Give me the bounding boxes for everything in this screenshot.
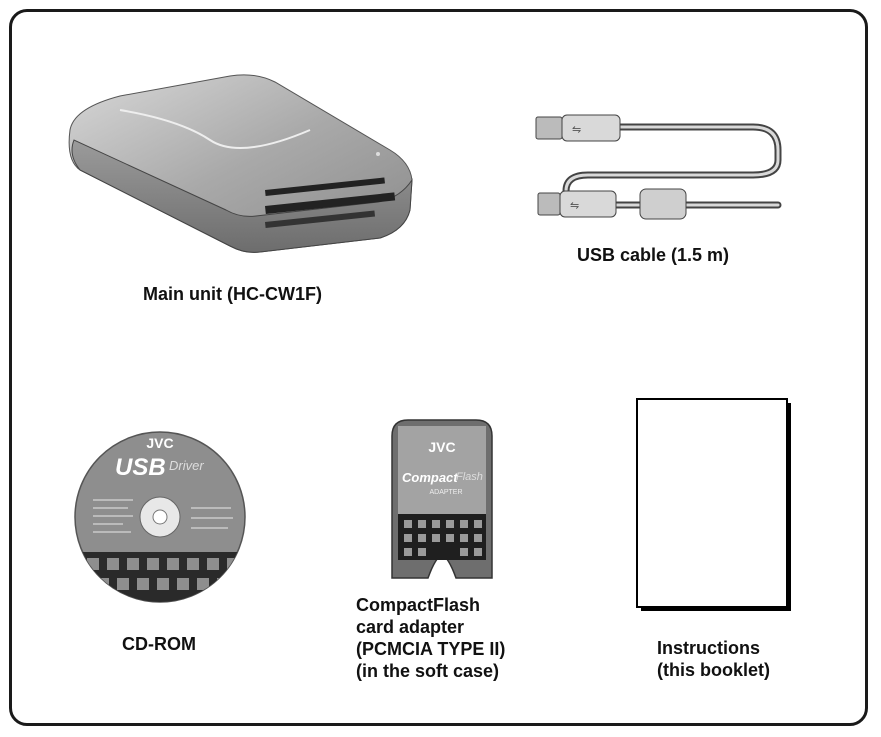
instructions-booklet-illustration <box>636 398 791 611</box>
cf-adapter-caption: CompactFlash card adapter (PCMCIA TYPE I… <box>356 594 505 682</box>
instructions-caption: Instructions (this booklet) <box>657 637 770 681</box>
cf-caption-line-2: card adapter <box>356 617 465 637</box>
cf-brand-b: Flash <box>456 471 483 483</box>
cf-adapter-illustration: JVC Compact Flash ADAPTER <box>391 419 493 579</box>
main-unit-illustration <box>68 74 413 253</box>
usb-cable-illustration: ⇋ ⇋ <box>535 114 782 220</box>
cf-logo: JVC <box>428 439 455 455</box>
cf-caption-line-3: (PCMCIA TYPE II) <box>356 639 506 659</box>
cdrom-logo: JVC <box>146 435 173 451</box>
cf-brand-a: Compact <box>402 470 458 485</box>
main-unit-caption: Main unit (HC-CW1F) <box>143 284 322 304</box>
instructions-caption-line-2: (this booklet) <box>657 660 770 680</box>
usb-cable-caption: USB cable (1.5 m) <box>577 245 730 265</box>
cf-caption-line-4: (in the soft case) <box>356 661 500 681</box>
cdrom-illustration: JVC USB Driver <box>74 431 246 603</box>
cdrom-title-a: USB <box>115 454 166 481</box>
svg-text:⇋: ⇋ <box>572 123 581 136</box>
cf-caption-line-1: CompactFlash <box>356 595 481 615</box>
svg-text:⇋: ⇋ <box>570 199 579 212</box>
package-contents-frame <box>9 9 868 726</box>
cdrom-caption: CD-ROM <box>122 634 196 654</box>
cdrom-title-b: Driver <box>169 458 204 473</box>
instructions-caption-line-1: Instructions <box>657 638 761 658</box>
cf-sub: ADAPTER <box>429 489 462 496</box>
